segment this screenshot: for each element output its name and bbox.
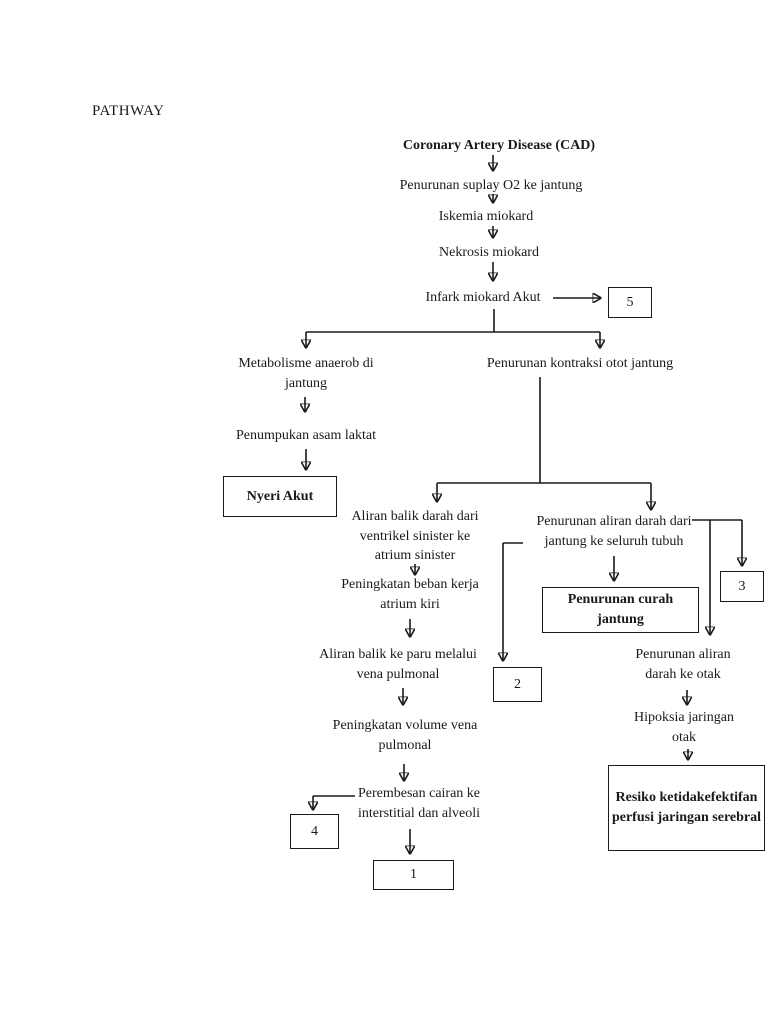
node-hipoksia-jaringan-otak: Hipoksia jaringan otak <box>634 710 734 745</box>
node-penurunan-kontraksi: Penurunan kontraksi otot jantung <box>486 356 674 371</box>
node-metabolisme-anaerob: Metabolisme anaerob di jantung <box>238 356 374 391</box>
ref-box-5: 5 <box>608 287 652 318</box>
branch-seluruhtubuh-right <box>692 519 742 634</box>
box-resiko-perfusi-serebral: Resiko ketidakefektifan perfusi jaringan… <box>608 765 765 851</box>
node-aliran-darah-otak: Penurunan aliran darah ke otak <box>635 647 731 682</box>
node-aliran-balik-ventrikel: Aliran balik darah dari ventrikel sinist… <box>351 509 479 563</box>
node-beban-kerja-atrium: Peningkatan beban kerja atrium kiri <box>341 577 479 612</box>
node-volume-vena-pulmonal: Peningkatan volume vena pulmonal <box>332 718 478 753</box>
node-penurunan-suplay-o2: Penurunan suplay O2 ke jantung <box>399 178 583 193</box>
node-infark-miokard-akut: Infark miokard Akut <box>425 290 541 305</box>
node-cad-title: Coronary Artery Disease (CAD) <box>402 138 596 153</box>
ref-box-3: 3 <box>720 571 764 602</box>
branch-perembesan-to-box4 <box>313 795 355 809</box>
split-kontraksi <box>437 377 651 509</box>
node-iskemia-miokard: Iskemia miokard <box>438 209 534 224</box>
node-penumpukan-asam-laktat: Penumpukan asam laktat <box>236 428 376 443</box>
page-title: PATHWAY <box>92 103 165 119</box>
box-nyeri-akut: Nyeri Akut <box>223 476 337 517</box>
ref-box-4: 4 <box>290 814 339 849</box>
node-perembesan-cairan: Perembesan cairan ke interstitial dan al… <box>357 786 481 821</box>
node-nekrosis-miokard: Nekrosis miokard <box>439 245 539 260</box>
split-infark <box>306 309 600 347</box>
ref-box-1: 1 <box>373 860 454 890</box>
node-aliran-balik-paru: Aliran balik ke paru melalui vena pulmon… <box>319 647 477 682</box>
box-penurunan-curah-jantung: Penurunan curah jantung <box>542 587 699 633</box>
branch-seluruhtubuh-to-box2 <box>503 542 523 660</box>
node-aliran-seluruh-tubuh: Penurunan aliran darah dari jantung ke s… <box>536 514 692 549</box>
ref-box-2: 2 <box>493 667 542 702</box>
